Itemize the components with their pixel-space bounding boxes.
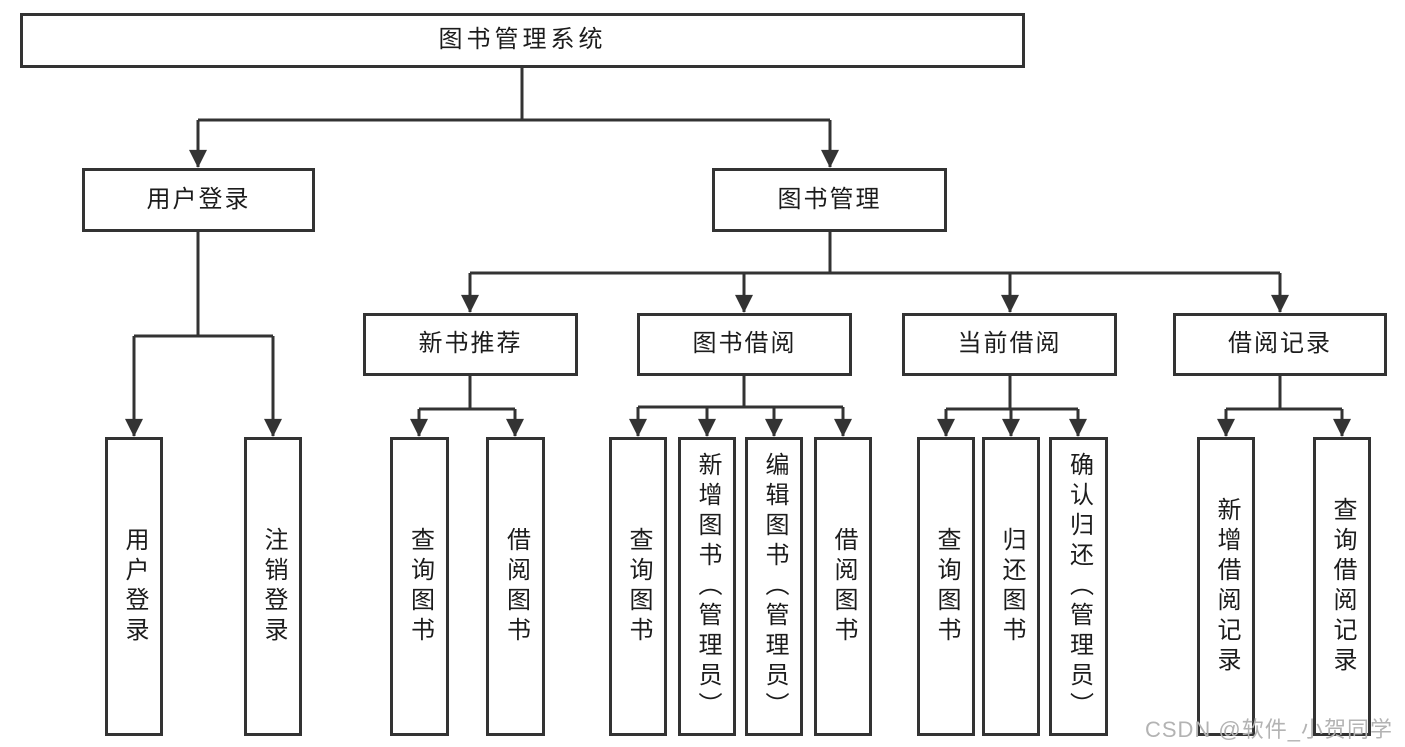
- node-book-borrowing: 图书借阅: [637, 313, 852, 376]
- leaf-return-books: 归还图书: [982, 437, 1040, 736]
- leaf-query-books-current: 查询图书: [917, 437, 975, 736]
- leaf-add-books-admin: 新增图书（管理员）: [678, 437, 736, 736]
- node-user-login-branch: 用户登录: [82, 168, 315, 232]
- leaf-query-borrow-record: 查询借阅记录: [1313, 437, 1371, 736]
- node-borrowing-records: 借阅记录: [1173, 313, 1387, 376]
- node-library-system: 图书管理系统: [20, 13, 1025, 68]
- leaf-query-books-borrowing: 查询图书: [609, 437, 667, 736]
- node-book-management-branch: 图书管理: [712, 168, 947, 232]
- node-current-borrowing: 当前借阅: [902, 313, 1117, 376]
- leaf-confirm-return-admin: 确认归还（管理员）: [1049, 437, 1108, 736]
- leaf-edit-books-admin: 编辑图书（管理员）: [745, 437, 803, 736]
- node-new-book-recommendation: 新书推荐: [363, 313, 578, 376]
- csdn-watermark: CSDN @软件_小贺同学: [1144, 717, 1393, 742]
- leaf-add-borrow-record: 新增借阅记录: [1197, 437, 1255, 736]
- leaf-query-books-recommend: 查询图书: [390, 437, 449, 736]
- leaf-borrow-books-borrowing: 借阅图书: [814, 437, 872, 736]
- leaf-logout-login: 注销登录: [244, 437, 302, 736]
- leaf-user-login: 用户登录: [105, 437, 163, 736]
- leaf-borrow-books-recommend: 借阅图书: [486, 437, 545, 736]
